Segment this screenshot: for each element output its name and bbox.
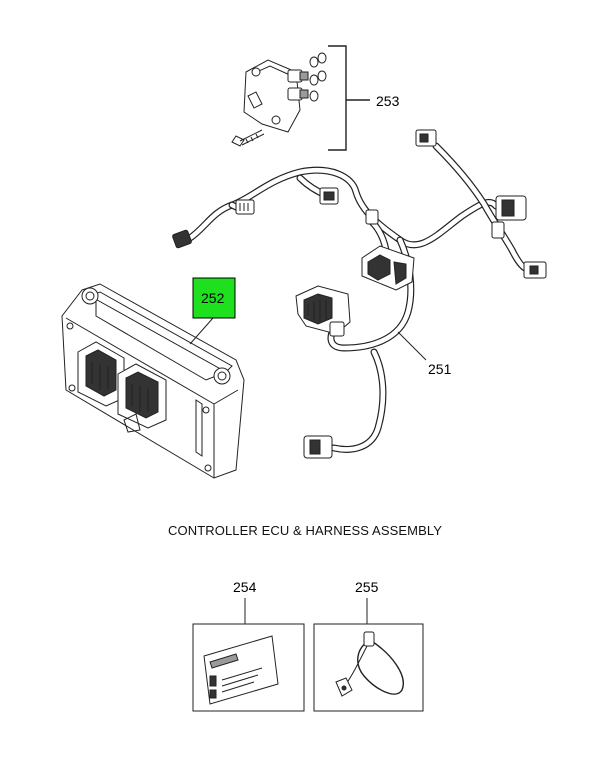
part-label-254[interactable]: 254 [233, 579, 257, 595]
part-label-252[interactable]: 252 [201, 290, 225, 306]
cable-tie-part-box [313, 598, 424, 712]
wiring-harness-illustration [172, 129, 547, 459]
part-label-253[interactable]: 253 [376, 93, 400, 109]
switch-block-illustration [231, 45, 370, 151]
ecu-module-illustration [61, 283, 245, 479]
part-label-252-box[interactable]: 252 [192, 277, 236, 319]
decal-part-box [192, 598, 305, 712]
part-label-251[interactable]: 251 [428, 361, 452, 377]
diagram-caption: CONTROLLER ECU & HARNESS ASSEMBLY [168, 523, 442, 538]
part-label-255[interactable]: 255 [355, 579, 379, 595]
